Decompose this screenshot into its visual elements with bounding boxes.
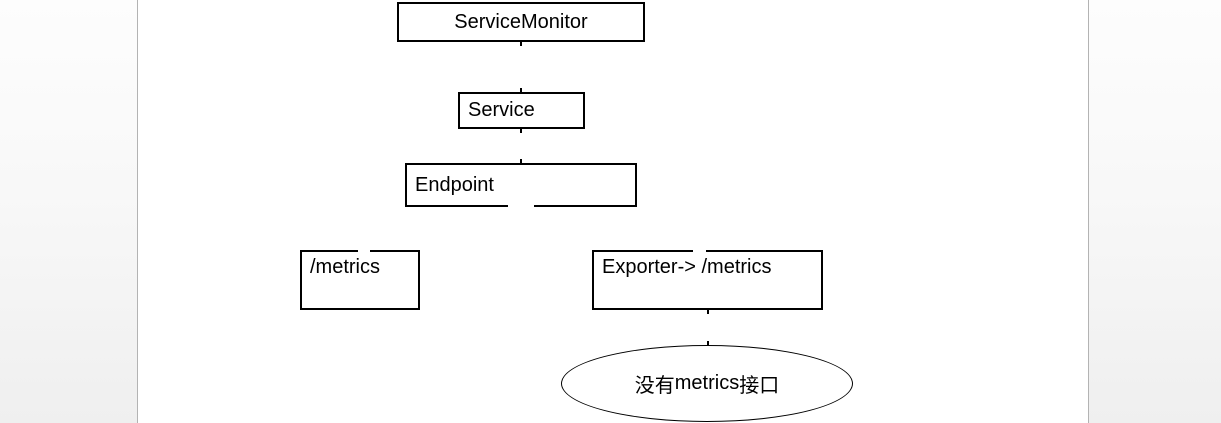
- node-no-metrics-label-mid: metrics: [674, 372, 740, 394]
- connector-stub: [707, 341, 709, 345]
- node-no-metrics-label-suffix: 接口: [739, 373, 780, 397]
- diagram-canvas: [137, 0, 1089, 423]
- node-servicemonitor: ServiceMonitor: [397, 2, 645, 42]
- node-service-label: Service: [468, 99, 535, 121]
- connector-stub: [520, 88, 522, 92]
- node-no-metrics-label-prefix: 没有: [634, 373, 675, 397]
- connector-stub: [520, 42, 522, 46]
- node-service: Service: [458, 92, 585, 129]
- border-gap: [358, 249, 370, 253]
- border-gap: [508, 203, 534, 208]
- connector-stub: [520, 129, 522, 133]
- connector-stub: [520, 159, 522, 163]
- node-endpoint-label: Endpoint: [415, 173, 494, 196]
- node-metrics-label: /metrics: [310, 256, 380, 278]
- connector-stub: [707, 310, 709, 314]
- node-endpoint: Endpoint: [405, 163, 637, 207]
- node-exporter: Exporter-> /metrics: [592, 250, 823, 310]
- node-servicemonitor-label: ServiceMonitor: [454, 10, 588, 33]
- node-exporter-label: Exporter-> /metrics: [602, 256, 772, 278]
- node-metrics: /metrics: [300, 250, 420, 310]
- border-gap: [693, 249, 706, 253]
